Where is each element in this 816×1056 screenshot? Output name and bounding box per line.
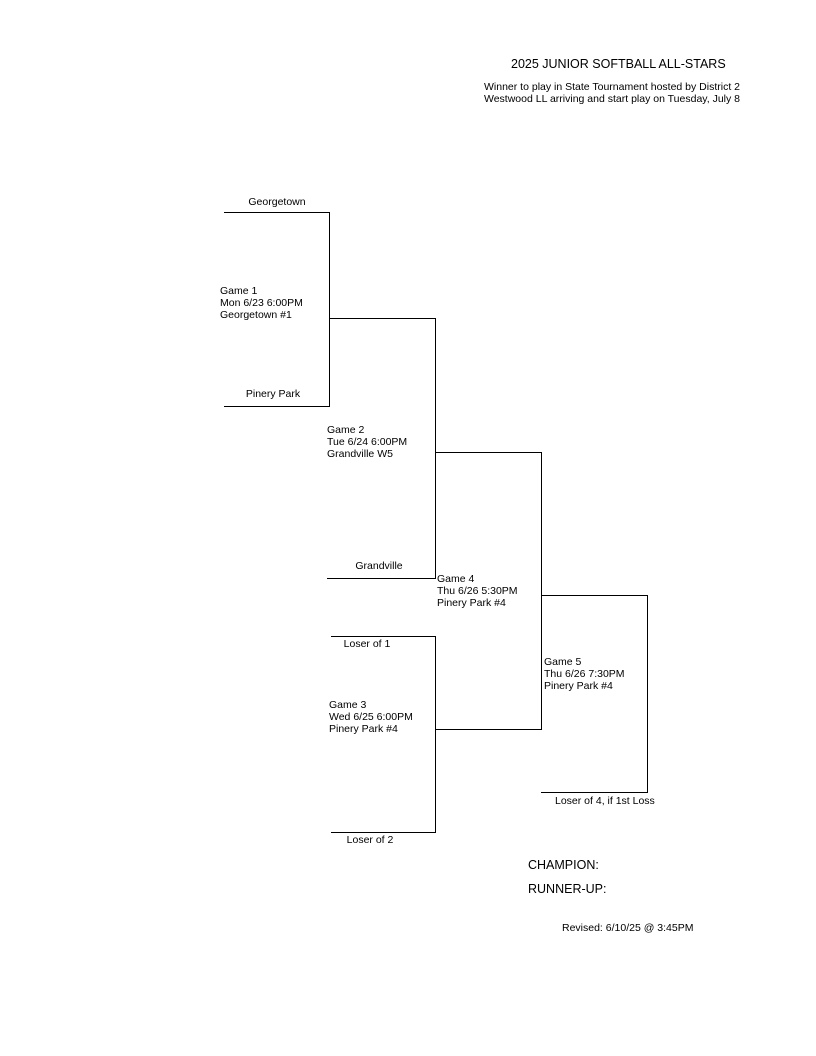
team-georgetown: Georgetown [248,196,306,208]
game-1-when: Mon 6/23 6:00PM [220,297,303,309]
team-loser-of-4: Loser of 4, if 1st Loss [555,795,655,807]
game-2-info: Game 2 Tue 6/24 6:00PM Grandville W5 [327,424,407,460]
game-3-name: Game 3 [329,699,367,711]
game-4-info: Game 4 Thu 6/26 5:30PM Pinery Park #4 [437,573,518,609]
tournament-note: Winner to play in State Tournament hoste… [484,81,741,105]
game-1-name: Game 1 [220,285,258,297]
game-3-info: Game 3 Wed 6/25 6:00PM Pinery Park #4 [329,699,413,735]
team-loser-of-2: Loser of 2 [346,834,394,846]
game-4-name: Game 4 [437,573,475,585]
champion-label: CHAMPION: [528,858,599,872]
page-title: 2025 JUNIOR SOFTBALL ALL-STARS [511,57,726,71]
game-1-info: Game 1 Mon 6/23 6:00PM Georgetown #1 [220,285,303,321]
game-1-where: Georgetown #1 [220,309,292,321]
team-loser-of-1: Loser of 1 [343,638,391,650]
team-pinery-park: Pinery Park [245,388,301,400]
runner-up-label: RUNNER-UP: [528,882,607,896]
game-4-when: Thu 6/26 5:30PM [437,585,518,597]
game-2-when: Tue 6/24 6:00PM [327,436,408,448]
game-3-when: Wed 6/25 6:00PM [329,711,413,723]
game-3-where: Pinery Park #4 [329,723,398,735]
game-2-name: Game 2 [327,424,365,436]
revised-timestamp: Revised: 6/10/25 @ 3:45PM [562,922,694,934]
team-grandville: Grandville [355,560,403,572]
game-2-where: Grandville W5 [327,448,393,460]
game-5-info: Game 5 Thu 6/26 7:30PM Pinery Park #4 [544,656,625,692]
game-5-where: Pinery Park #4 [544,680,613,692]
game-5-when: Thu 6/26 7:30PM [544,668,625,680]
game-4-where: Pinery Park #4 [437,597,506,609]
game-5-name: Game 5 [544,656,582,668]
